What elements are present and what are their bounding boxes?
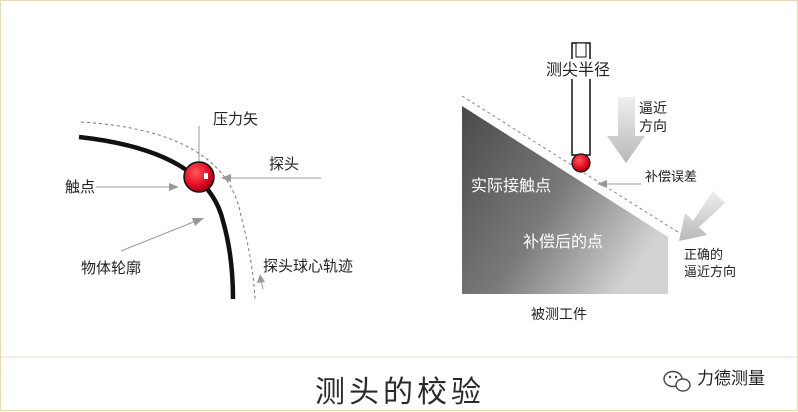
workpiece-shape	[462, 106, 668, 294]
label-actual-contact: 实际接触点	[471, 176, 551, 195]
ball-highlight	[204, 173, 208, 179]
compensation-offset-line	[461, 95, 682, 235]
probe-radius-label-bg	[545, 59, 617, 79]
approach-arrow	[607, 97, 645, 163]
brand-logo: 力德测量	[661, 364, 765, 389]
trace-arrowhead	[257, 274, 265, 283]
figure-caption: 测头的校验	[315, 375, 485, 410]
label-pressure-vector: 压力矢	[213, 110, 258, 128]
probe-leader-arrowhead	[221, 174, 231, 182]
probe-center-trace-arc	[80, 121, 256, 300]
label-probe: 探头	[269, 155, 299, 173]
object-contour-arc	[78, 134, 236, 300]
label-compensation-error: 补偿误差	[645, 170, 697, 185]
label-correct-approach-1: 正确的	[684, 247, 723, 263]
label-contact-point: 触点	[65, 178, 95, 196]
object-contour-arrowhead	[192, 218, 204, 226]
label-compensated-point: 补偿后的点	[523, 232, 603, 251]
probe-stylus-top	[575, 42, 587, 58]
wechat-bubble-icon	[663, 370, 691, 392]
label-probe-center-trace: 探头球心轨迹	[263, 257, 353, 275]
probe-ball-right	[571, 153, 591, 173]
object-contour-leader	[120, 220, 197, 252]
label-object-contour: 物体轮廓	[81, 259, 141, 277]
label-correct-approach-2: 逼近方向	[684, 264, 736, 280]
label-probe-radius: 测尖半径	[546, 60, 610, 79]
brand-logo-text: 力德测量	[697, 369, 765, 389]
probe-ball-left	[183, 161, 215, 193]
contact-point-arrowhead	[169, 183, 179, 191]
compensation-error-arrowhead	[597, 180, 607, 188]
label-approach-dir-2: 方向	[639, 119, 667, 135]
label-workpiece: 被测工件	[531, 307, 587, 323]
correct-approach-arrow	[679, 191, 725, 241]
label-approach-dir-1: 逼近	[639, 101, 667, 117]
